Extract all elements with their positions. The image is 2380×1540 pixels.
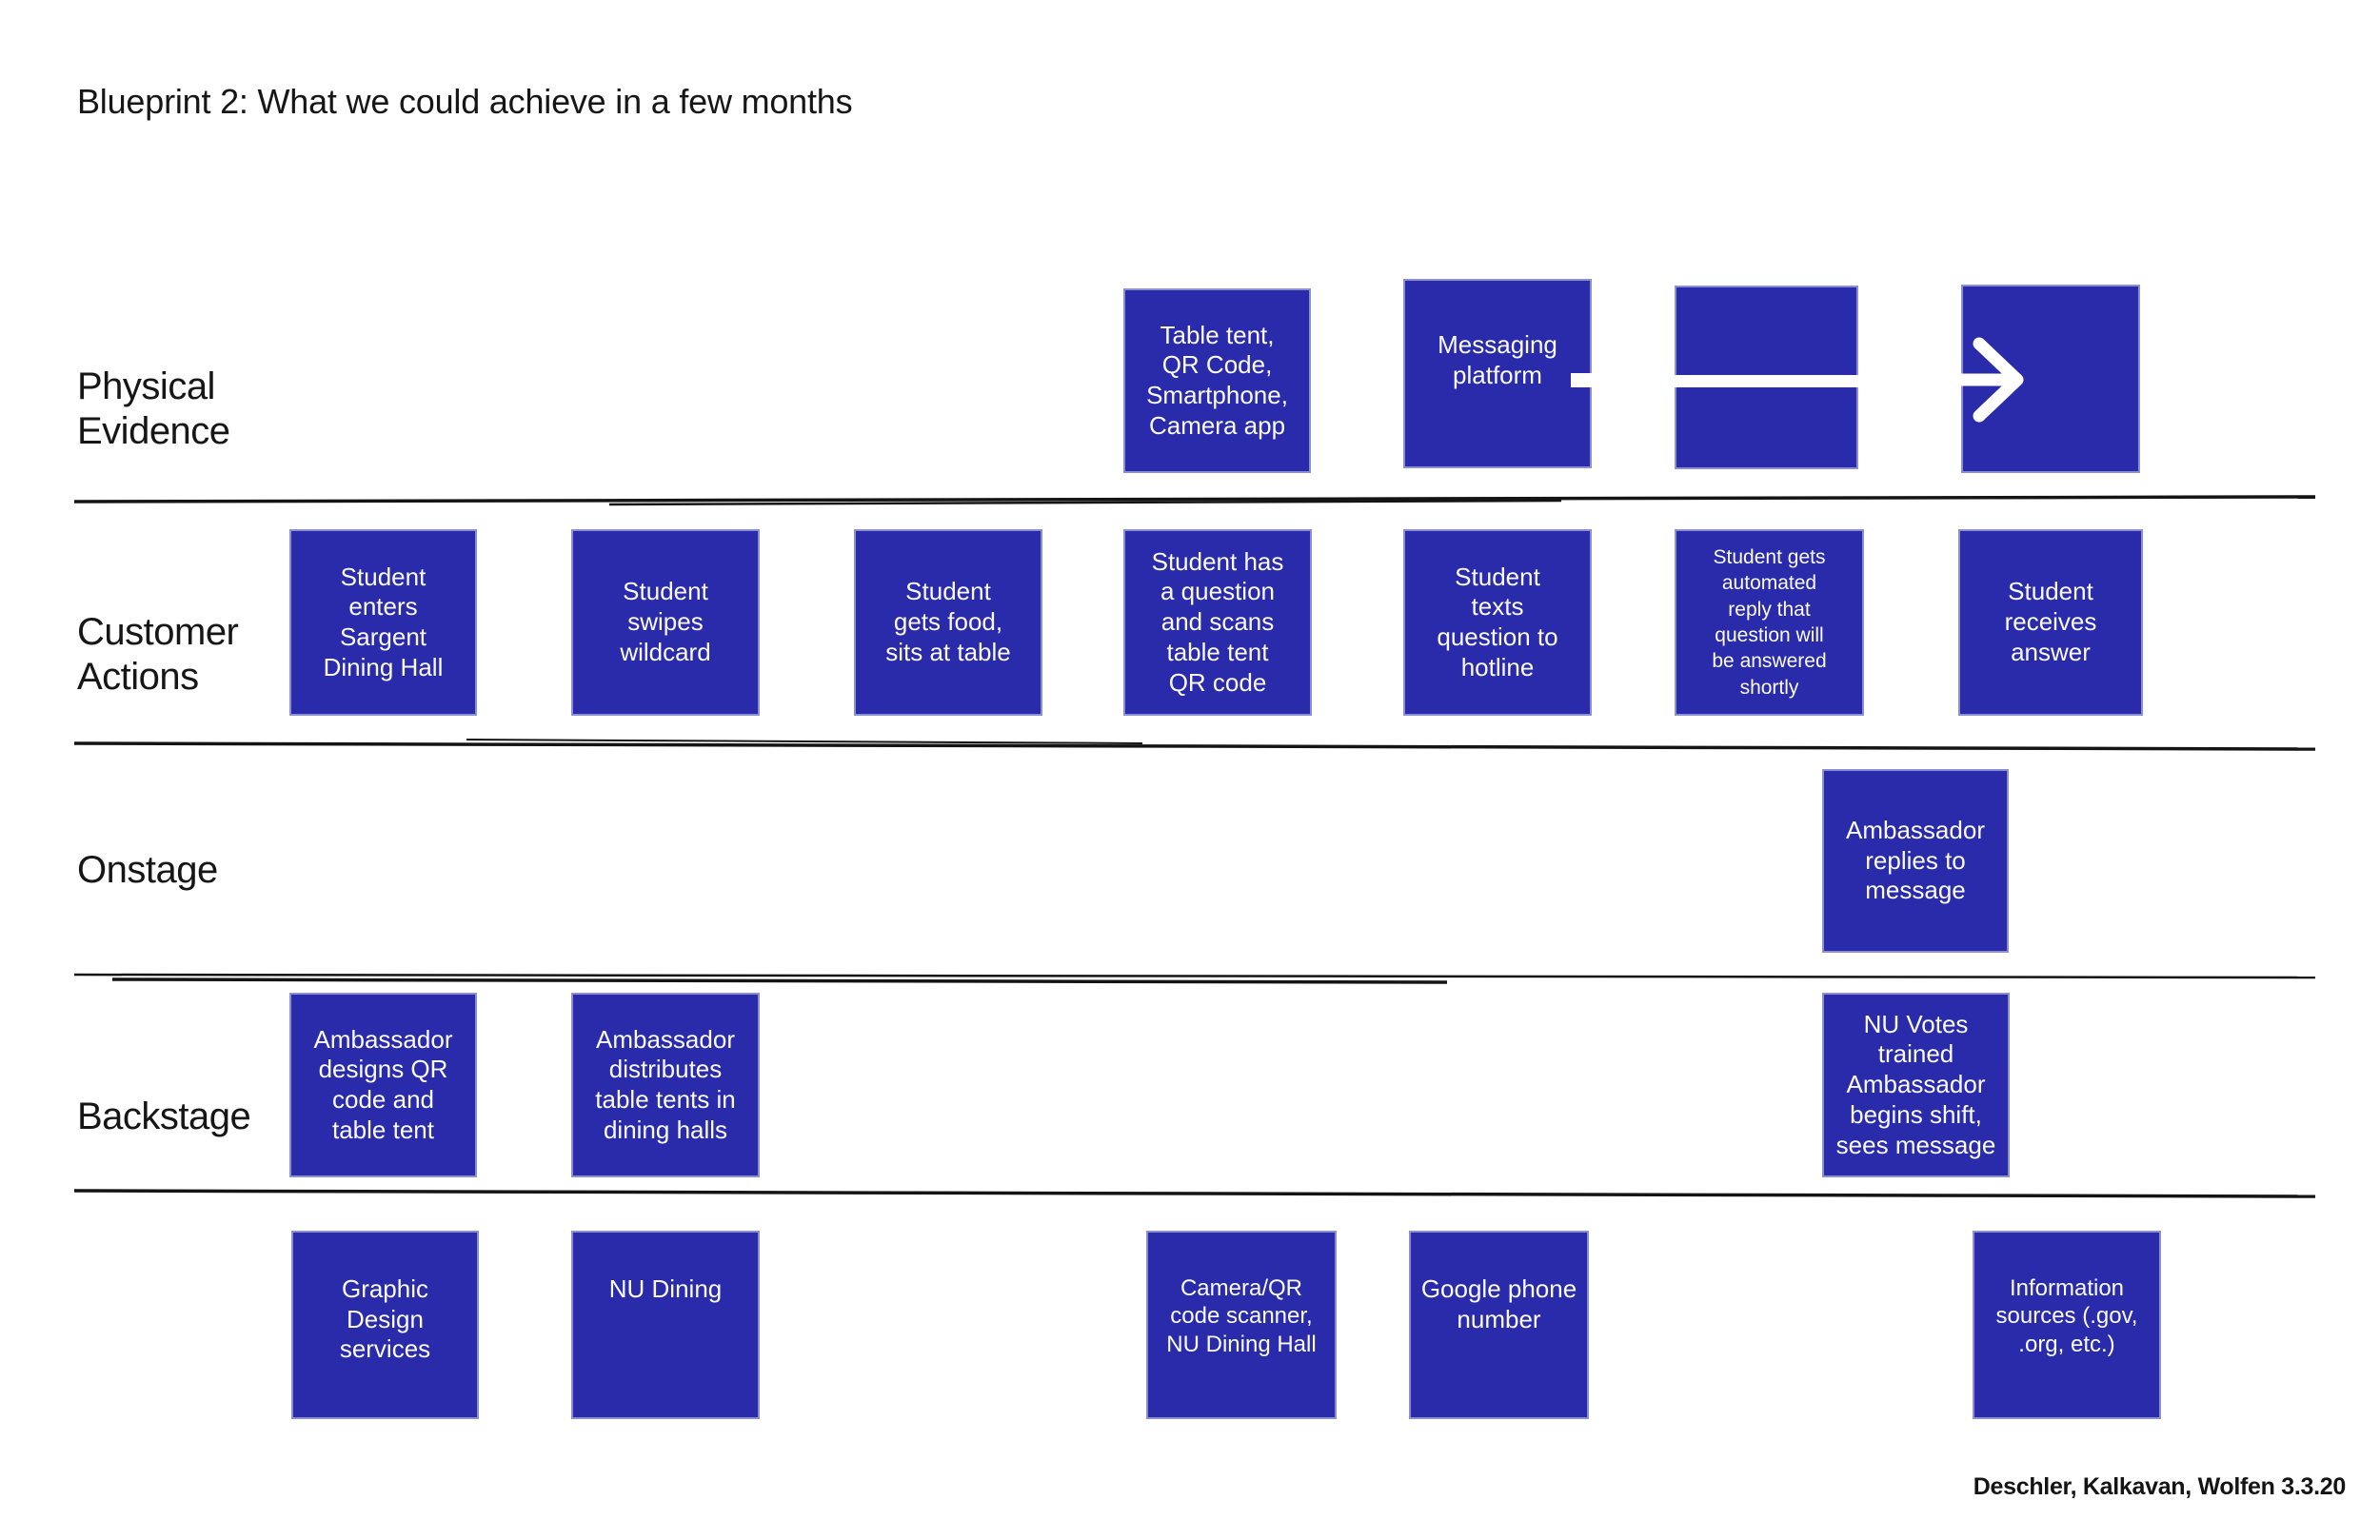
backstage-box-distributes-tents: Ambassador distributes table tents in di… (571, 993, 760, 1177)
customer-action-box-texts-hotline: Student texts question to hotline (1403, 529, 1592, 716)
physical-evidence-box-messaging-platform: Messaging platform (1403, 279, 1592, 468)
physical-evidence-box-table-tent: Table tent, QR Code, Smartphone, Camera … (1123, 288, 1311, 473)
credit-text: Deschler, Kalkavan, Wolfen 3.3.20 (1973, 1473, 2347, 1500)
support-box-camera-qr-scanner: Camera/QR code scanner, NU Dining Hall (1146, 1231, 1337, 1419)
row-label-onstage: Onstage (77, 849, 218, 891)
customer-action-box-receives-answer: Student receives answer (1958, 529, 2143, 716)
backstage-box-ambassador-shift: NU Votes trained Ambassador begins shift… (1822, 993, 2010, 1177)
onstage-box-ambassador-replies: Ambassador replies to message (1822, 769, 2009, 953)
support-box-nu-dining: NU Dining (571, 1231, 760, 1419)
customer-action-box-gets-food: Student gets food, sits at table (854, 529, 1042, 716)
row-divider-4 (73, 1189, 2316, 1198)
customer-action-box-automated-reply: Student gets automated reply that questi… (1675, 529, 1864, 716)
customer-action-box-enters-dining-hall: Student enters Sargent Dining Hall (289, 529, 477, 716)
backstage-box-designs-qr: Ambassador designs QR code and table ten… (289, 993, 477, 1177)
row-label-customer-actions: Customer Actions (77, 611, 239, 698)
customer-action-box-scans-qr: Student has a question and scans table t… (1123, 529, 1312, 716)
page-title: Blueprint 2: What we could achieve in a … (77, 82, 853, 121)
support-box-graphic-design: Graphic Design services (291, 1231, 479, 1419)
row-divider-2 (73, 739, 2316, 751)
physical-evidence-box-arrow (1961, 285, 2140, 473)
row-label-backstage: Backstage (77, 1096, 251, 1137)
row-divider-1 (73, 495, 2316, 506)
physical-evidence-box-split (1675, 286, 1858, 469)
row-label-physical-evidence: Physical Evidence (77, 365, 230, 452)
support-box-google-phone: Google phone number (1409, 1231, 1589, 1419)
support-box-information-sources: Information sources (.gov, .org, etc.) (1973, 1231, 2161, 1419)
row-divider-3 (73, 973, 2316, 984)
customer-action-box-swipes-wildcard: Student swipes wildcard (571, 529, 760, 716)
